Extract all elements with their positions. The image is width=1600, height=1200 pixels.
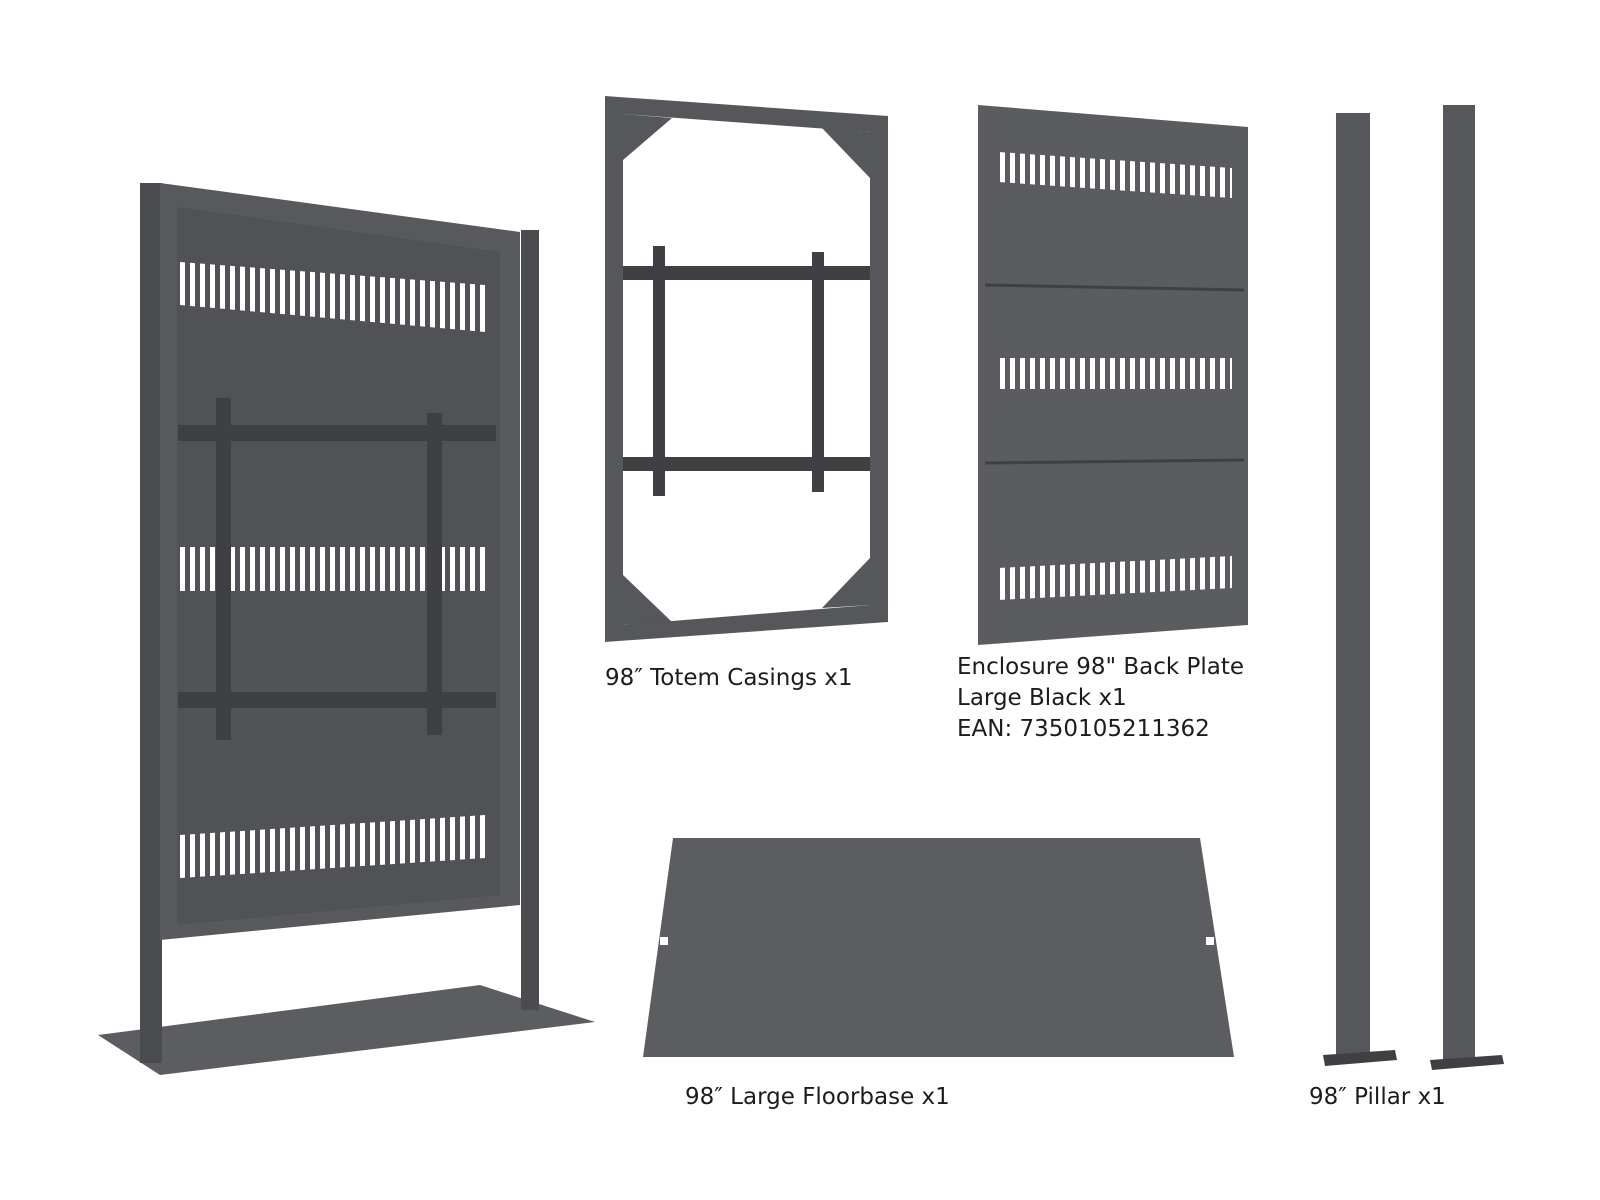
caption-back-plate: Enclosure 98" Back Plate Large Black x1 … — [957, 652, 1244, 745]
left-pillar — [140, 183, 162, 1063]
floorbase-cutout-right — [1206, 937, 1214, 945]
pillar-left-foot — [1323, 1050, 1397, 1066]
casing-bracket-rail-right — [812, 252, 824, 492]
casing-bracket-rail-left — [653, 246, 665, 496]
pillar-right-foot — [1430, 1055, 1504, 1070]
back-plate-seam-lower — [984, 458, 1245, 465]
caption-pillar: 98″ Pillar x1 — [1309, 1082, 1446, 1113]
back-plate-vent-bottom — [998, 556, 1232, 600]
enclosure-back-plate — [978, 105, 1248, 645]
caption-floorbase-line: 98″ Large Floorbase x1 — [685, 1084, 950, 1110]
assembled-totem-stand — [98, 183, 595, 1075]
back-plate-vent-top — [998, 152, 1232, 198]
mount-bracket-rail-right — [427, 413, 442, 735]
large-floorbase — [643, 838, 1234, 1057]
back-plate-seam-upper — [984, 283, 1245, 292]
mount-bracket-rail-left — [216, 398, 231, 740]
pillar-right — [1443, 105, 1475, 1063]
mount-bracket-bar-bottom — [178, 692, 496, 708]
caption-totem-casings: 98″ Totem Casings x1 — [605, 663, 853, 694]
corner-gusset-bottom-left — [623, 575, 672, 625]
pillar-left — [1336, 113, 1370, 1058]
mount-bracket-bar-top — [178, 425, 496, 441]
caption-back-plate-ean: EAN: 7350105211362 — [957, 716, 1210, 742]
corner-gusset-bottom-right — [822, 558, 870, 608]
floorbase-cutout-left — [660, 937, 668, 945]
caption-back-plate-title: Enclosure 98" Back Plate — [957, 654, 1245, 680]
back-plate-vent-middle — [998, 358, 1232, 389]
top-vent-slots — [180, 262, 485, 332]
corner-gusset-top-right — [822, 128, 870, 178]
bottom-vent-slots — [180, 815, 485, 878]
caption-back-plate-variant: Large Black x1 — [957, 685, 1127, 711]
corner-gusset-top-left — [623, 114, 672, 160]
casing-bracket-bar-top — [623, 266, 870, 280]
casing-bracket-bar-bottom — [623, 457, 870, 471]
right-pillar — [521, 230, 539, 1010]
caption-floorbase: 98″ Large Floorbase x1 — [685, 1082, 950, 1113]
totem-casing-frame — [605, 96, 888, 642]
caption-pillar-line: 98″ Pillar x1 — [1309, 1084, 1446, 1110]
assembled-floorbase — [98, 985, 595, 1075]
caption-totem-casings-line: 98″ Totem Casings x1 — [605, 665, 853, 691]
pillar-pair — [1323, 105, 1504, 1070]
